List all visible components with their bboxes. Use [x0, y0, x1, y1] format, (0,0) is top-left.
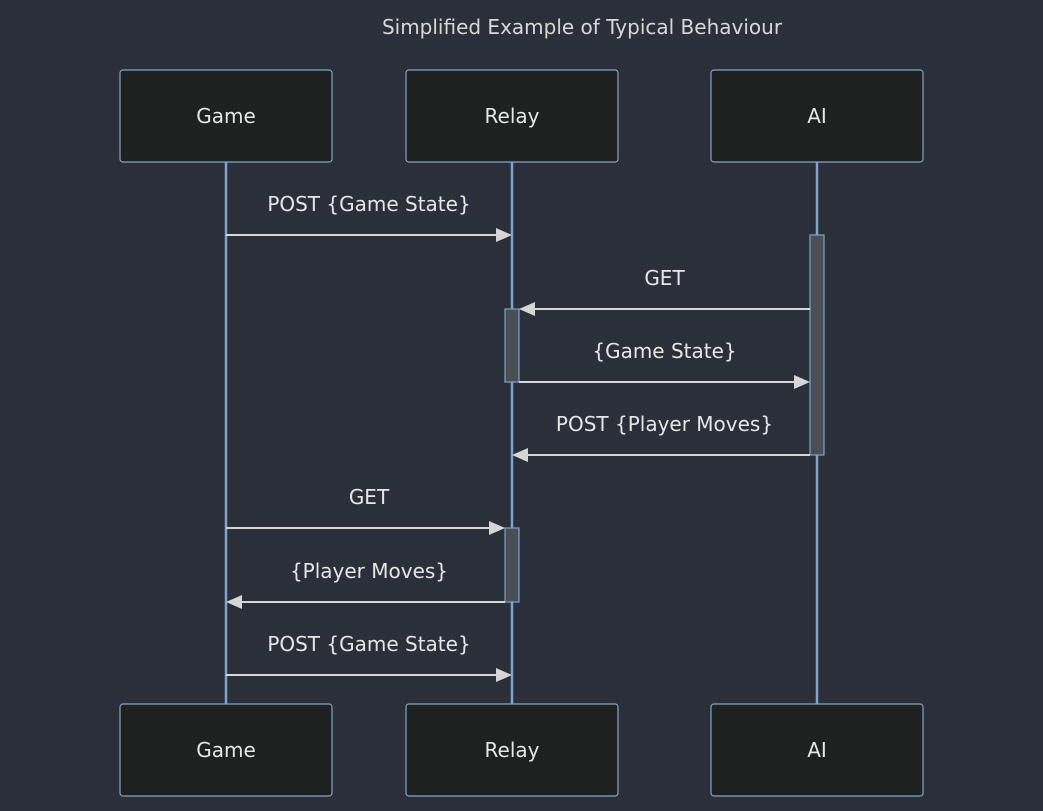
actor-box-rect	[119, 703, 333, 797]
actor-box-relay-top: Relay	[405, 69, 619, 163]
message-arrowhead	[794, 375, 810, 389]
actor-label: Relay	[485, 738, 540, 762]
message-arrowhead	[512, 448, 528, 462]
message-label: {Player Moves}	[290, 559, 448, 583]
actor-box-game-top: Game	[119, 69, 333, 163]
activation-bar-relay	[504, 527, 520, 603]
message-label: {Game State}	[592, 339, 736, 363]
message-label: GET	[644, 266, 685, 290]
actor-label: AI	[807, 104, 827, 128]
actor-box-rect	[710, 703, 924, 797]
message-label: GET	[349, 485, 390, 509]
actor-box-rect	[405, 703, 619, 797]
actor-box-ai-bottom: AI	[710, 703, 924, 797]
message-label: POST {Game State}	[267, 192, 470, 216]
diagram-title: Simplified Example of Typical Behaviour	[382, 15, 783, 39]
message-label: POST {Game State}	[267, 632, 470, 656]
actor-box-relay-bottom: Relay	[405, 703, 619, 797]
actor-label: Game	[196, 104, 256, 128]
actor-label: Relay	[485, 104, 540, 128]
actor-box-rect	[405, 69, 619, 163]
messages: POST {Game State} GET {Game State} POST {Pl…	[226, 192, 810, 682]
actor-box-rect	[710, 69, 924, 163]
actor-box-rect	[119, 69, 333, 163]
actor-box-ai-top: AI	[710, 69, 924, 163]
message-label: POST {Player Moves}	[556, 412, 773, 436]
activation-bar-relay	[504, 308, 520, 383]
message-arrowhead	[496, 668, 512, 682]
message-arrowhead	[489, 521, 505, 535]
message-arrowhead	[519, 302, 535, 316]
activation-bars	[504, 234, 825, 603]
actor-box-game-bottom: Game	[119, 703, 333, 797]
actor-label: Game	[196, 738, 256, 762]
actor-label: AI	[807, 738, 827, 762]
message-arrowhead	[496, 228, 512, 242]
message-arrowhead	[226, 595, 242, 609]
activation-bar-ai	[809, 234, 825, 456]
